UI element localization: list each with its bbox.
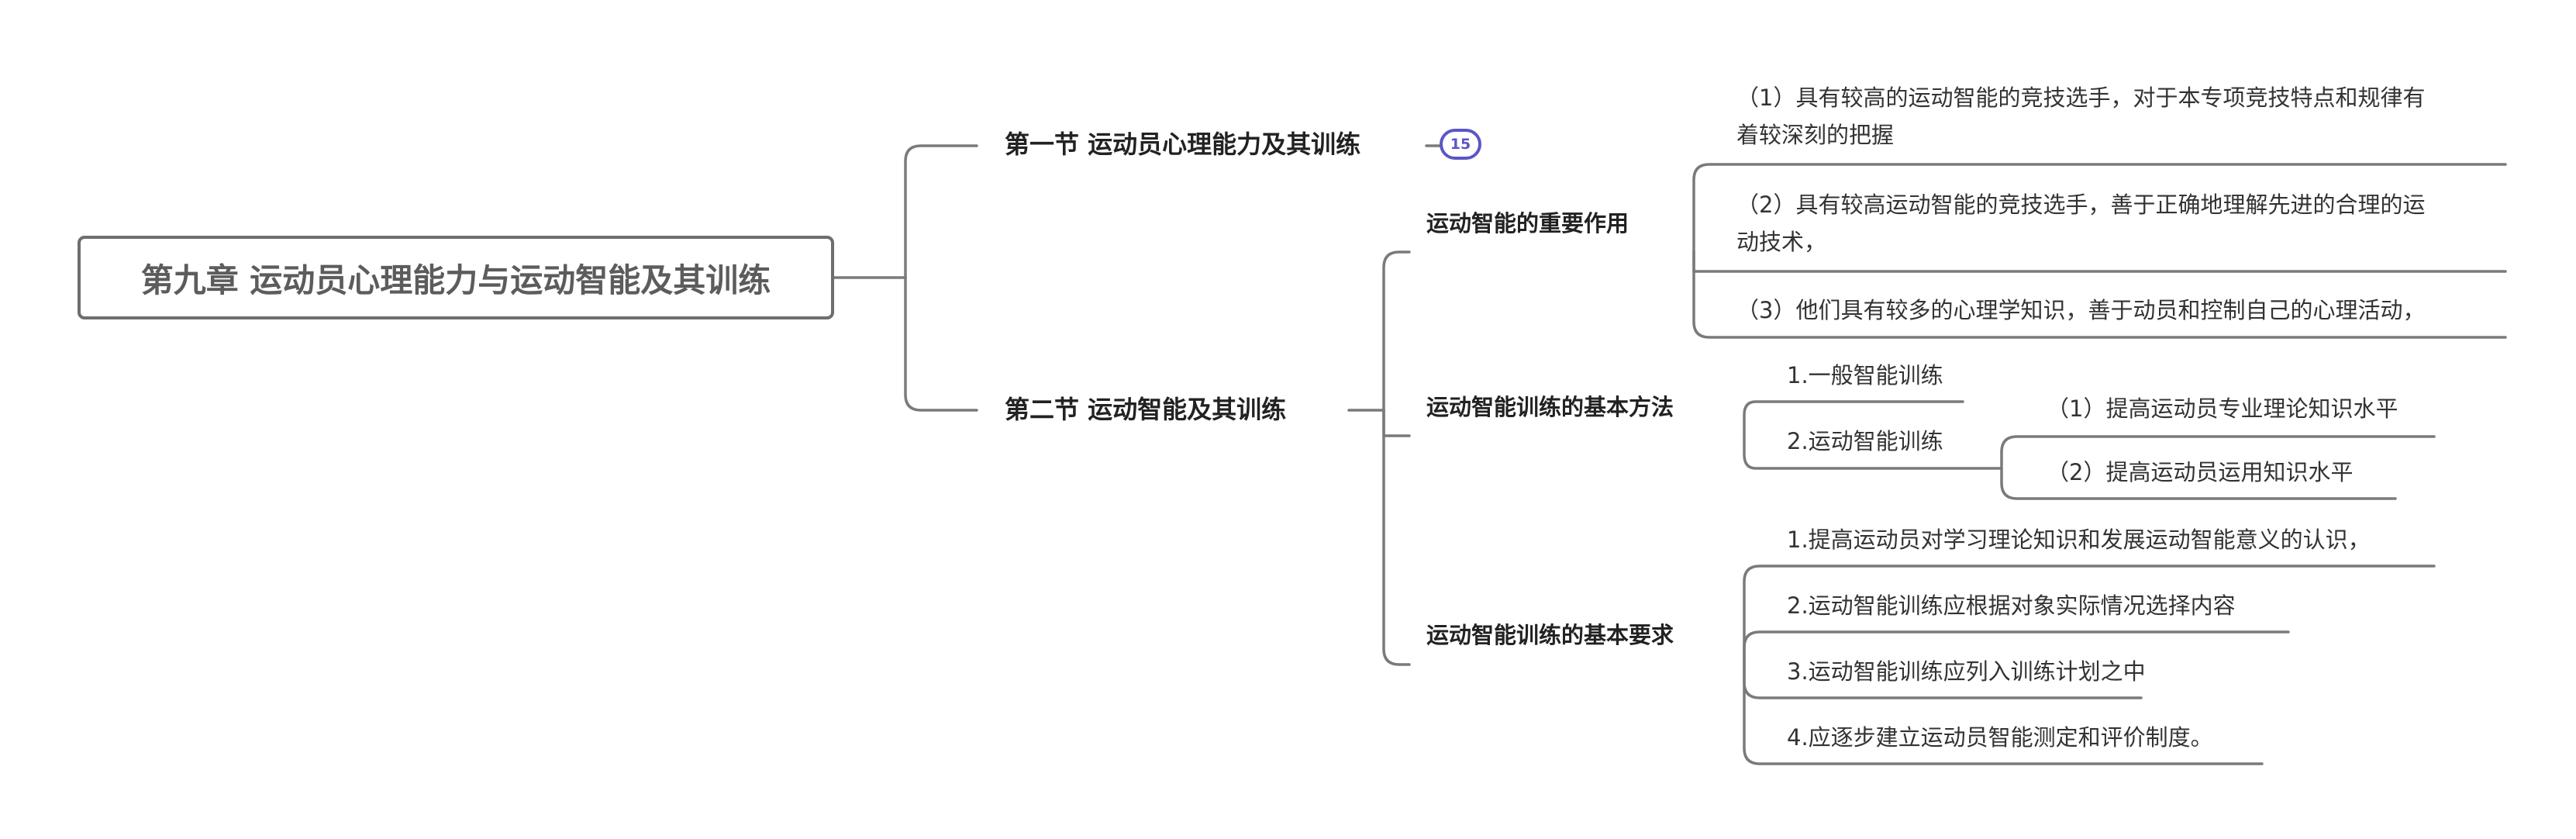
topic-requirements-title: 运动智能训练的基本要求 [1426,622,1674,648]
requirement-item-4[interactable]: 4.应逐步建立运动员智能测定和评价制度。 [1787,719,2213,756]
role-item-1-line1: （1）具有较高的运动智能的竞技选手，对于本专项竞技特点和规律有 [1736,85,2426,111]
role-item-3-line1: （3）他们具有较多的心理学知识，善于动员和控制自己的心理活动， [1736,297,2426,323]
methods-sport-label: 2.运动智能训练 [1787,428,1943,454]
methods-general-label: 1.一般智能训练 [1787,362,1943,388]
role-item-2-line1: （2）具有较高运动智能的竞技选手，善于正确地理解先进的合理的运 [1736,192,2426,218]
requirement-item-2-label: 2.运动智能训练应根据对象实际情况选择内容 [1787,592,2236,619]
sport-item-1[interactable]: （1）提高运动员专业理论知识水平 [2047,390,2398,427]
topic-requirements-node[interactable]: 运动智能训练的基本要求 [1426,620,1674,650]
link-req-item4 [1743,663,2264,765]
role-item-1-line2: 着较深刻的把握 [1736,122,1895,148]
topic-methods-title: 运动智能训练的基本方法 [1426,394,1674,420]
role-item-2[interactable]: （2）具有较高运动智能的竞技选手，善于正确地理解先进的合理的运 动技术， [1736,186,2425,261]
link-role-item3 [1692,250,2507,339]
requirement-item-3[interactable]: 3.运动智能训练应列入训练计划之中 [1787,653,2146,690]
role-item-2-line2: 动技术， [1736,229,1827,255]
topic-role-node[interactable]: 运动智能的重要作用 [1426,209,1629,238]
sport-item-2[interactable]: （2）提高运动员运用知识水平 [2047,454,2353,491]
sport-item-1-label: （1）提高运动员专业理论知识水平 [2047,395,2398,422]
section1-collapse-badge[interactable]: 15 [1440,129,1481,160]
methods-general-node[interactable]: 1.一般智能训练 [1787,357,1943,394]
link-sport-item1 [2000,435,2436,470]
link-req-item2 [1743,630,2290,666]
link-root-section2 [904,276,978,412]
link-methods-general [1743,400,1964,437]
link-section2-methods [1382,409,1411,437]
link-req-item1 [1743,565,2436,666]
requirement-item-3-label: 3.运动智能训练应列入训练计划之中 [1787,658,2146,685]
link-root-section1 [904,144,978,279]
topic-methods-node[interactable]: 运动智能训练的基本方法 [1426,392,1674,422]
sport-item-2-label: （2）提高运动员运用知识水平 [2047,459,2354,485]
link-section2-requirements [1382,409,1411,666]
link-sport-item2 [2000,467,2397,500]
link-section2-role [1382,250,1411,412]
section2-node[interactable]: 第二节 运动智能及其训练 [1005,394,1286,425]
section1-node[interactable]: 第一节 运动员心理能力及其训练 [1005,129,1360,160]
section2-title: 第二节 运动智能及其训练 [1005,395,1287,424]
section1-badge-count: 15 [1450,136,1471,153]
methods-sport-node[interactable]: 2.运动智能训练 [1787,423,1943,460]
section1-title: 第一节 运动员心理能力及其训练 [1005,129,1361,159]
link-methods-sport [1743,434,2003,470]
requirement-item-2[interactable]: 2.运动智能训练应根据对象实际情况选择内容 [1787,587,2236,624]
link-role-item1 [1692,163,2507,254]
requirement-item-4-label: 4.应逐步建立运动员智能测定和评价制度。 [1787,724,2213,751]
requirement-item-1[interactable]: 1.提高运动员对学习理论知识和发展运动智能意义的认识， [1787,521,2371,558]
role-item-1[interactable]: （1）具有较高的运动智能的竞技选手，对于本专项竞技特点和规律有 着较深刻的把握 [1736,79,2425,154]
root-node[interactable]: 第九章 运动员心理能力与运动智能及其训练 [78,236,834,319]
root-title: 第九章 运动员心理能力与运动智能及其训练 [140,261,771,299]
role-item-3[interactable]: （3）他们具有较多的心理学知识，善于动员和控制自己的心理活动， [1736,292,2425,329]
topic-role-title: 运动智能的重要作用 [1426,210,1629,237]
requirement-item-1-label: 1.提高运动员对学习理论知识和发展运动智能意义的认识， [1787,527,2371,553]
